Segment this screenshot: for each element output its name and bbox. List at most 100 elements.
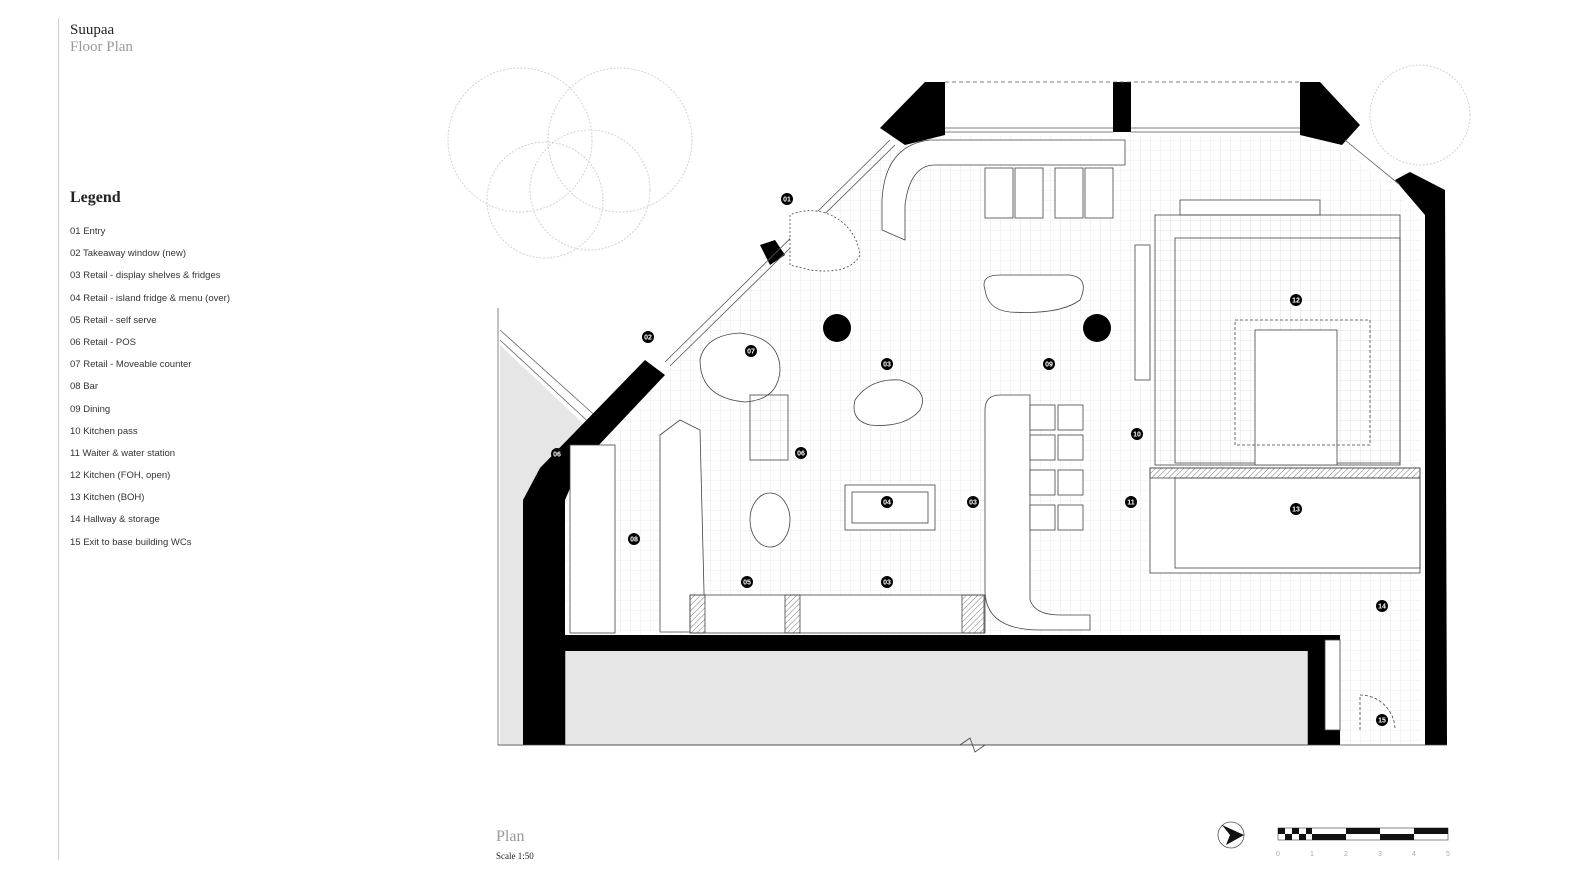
svg-text:03: 03 — [883, 580, 891, 587]
kitchen-island — [1254, 329, 1338, 466]
svg-text:04: 04 — [883, 500, 891, 507]
kitchen-boh — [1149, 467, 1421, 574]
bar-counter — [659, 419, 706, 633]
legend-item: 07 Retail - Moveable counter — [70, 359, 192, 371]
legend-item: 02 Takeaway window (new) — [70, 248, 186, 260]
svg-text:01: 01 — [783, 197, 791, 204]
svg-text:15: 15 — [1378, 718, 1386, 725]
svg-text:08: 08 — [630, 537, 638, 544]
legend-title: Legend — [70, 189, 121, 206]
legend-item: 05 Retail - self serve — [70, 314, 157, 326]
dining-banquette — [984, 394, 1091, 631]
svg-text:07: 07 — [747, 349, 755, 356]
tree-canopy — [1369, 64, 1471, 166]
base-building-area — [564, 649, 1309, 746]
legend-item: 12 Kitchen (FOH, open) — [70, 470, 171, 482]
legend-item: 15 Exit to base building WCs — [70, 536, 192, 548]
legend-item: 01 Entry — [70, 226, 106, 237]
svg-text:14: 14 — [1378, 604, 1386, 611]
trees — [447, 64, 1471, 259]
project-name: Suupaa — [70, 22, 115, 38]
svg-text:11: 11 — [1127, 500, 1135, 507]
legend-list: 01 Entry 02 Takeaway window (new) 03 Ret… — [70, 226, 230, 559]
marker-08: 08 — [628, 533, 640, 545]
marker-12: 12 — [1290, 294, 1302, 306]
marker-10: 10 — [1131, 428, 1143, 440]
storage-shelf — [1324, 639, 1341, 731]
tree-canopy — [486, 141, 604, 259]
back-bar — [569, 444, 616, 634]
legend-item: 11 Waiter & water station — [70, 447, 176, 459]
svg-text:09: 09 — [1045, 362, 1053, 369]
marker-03: 03 — [881, 358, 893, 370]
svg-text:05: 05 — [743, 580, 751, 587]
plan-title: Plan — [496, 828, 525, 845]
scale-bar: 0 1 2 3 4 5 — [1276, 827, 1450, 858]
wall — [565, 635, 1340, 651]
marker-03: 03 — [967, 496, 979, 508]
legend-item: 10 Kitchen pass — [70, 425, 138, 437]
marker-01: 01 — [781, 193, 793, 205]
pos-counter — [749, 394, 789, 461]
entry-door-swing — [789, 210, 861, 272]
marker-07: 07 — [745, 345, 757, 357]
north-arrow-icon — [1217, 821, 1245, 849]
pass-stools — [1134, 244, 1151, 381]
legend-item: 04 Retail - island fridge & menu (over) — [70, 292, 230, 304]
banquette — [881, 139, 1126, 241]
scale-tick: 0 — [1276, 851, 1280, 858]
legend-item: 14 Hallway & storage — [70, 514, 160, 526]
moveable-counter — [699, 332, 781, 403]
marker-13: 13 — [1290, 503, 1302, 515]
dining-table — [983, 274, 1084, 313]
scale-tick: 2 — [1344, 851, 1348, 858]
wall — [1300, 82, 1360, 145]
legend-item: 06 Retail - POS — [70, 336, 136, 348]
scale-tick: 5 — [1446, 851, 1450, 858]
marker-06: 06 — [551, 448, 563, 460]
wall — [1113, 82, 1131, 132]
svg-text:13: 13 — [1292, 507, 1300, 514]
marker-02: 02 — [642, 331, 654, 343]
marker-14: 14 — [1376, 600, 1388, 612]
marker-06: 06 — [795, 447, 807, 459]
drawing-subtitle: Floor Plan — [70, 39, 133, 55]
windows — [664, 81, 1401, 367]
marker-09: 09 — [1043, 358, 1055, 370]
svg-text:10: 10 — [1133, 432, 1141, 439]
scale-tick: 3 — [1378, 851, 1382, 858]
self-serve-counter — [689, 594, 986, 634]
island-fridge — [844, 484, 936, 531]
furniture — [569, 139, 1421, 731]
scale-tick: 4 — [1412, 851, 1416, 858]
legend-item: 08 Bar — [70, 381, 98, 393]
stool — [749, 492, 791, 548]
svg-text:12: 12 — [1292, 298, 1300, 305]
door-swing — [1359, 694, 1396, 731]
svg-text:03: 03 — [969, 500, 977, 507]
marker-04: 04 — [881, 496, 893, 508]
legend-item: 13 Kitchen (BOH) — [70, 492, 145, 504]
marker-15: 15 — [1376, 714, 1388, 726]
wall — [1395, 172, 1447, 745]
legend-item: 09 Dining — [70, 403, 111, 415]
title-block: Suupaa Floor Plan — [70, 22, 133, 56]
svg-text:06: 06 — [553, 452, 561, 459]
tree-canopy — [547, 67, 693, 213]
tree-canopy — [529, 129, 651, 251]
marker-05: 05 — [741, 576, 753, 588]
marker-11: 11 — [1125, 496, 1137, 508]
plan-scale: Scale 1:50 — [496, 851, 534, 861]
legend-item: 03 Retail - display shelves & fridges — [70, 270, 221, 282]
marker-03: 03 — [881, 576, 893, 588]
column — [823, 314, 851, 342]
tree-canopy — [447, 67, 593, 213]
room-markers: 01 02 03 03 03 04 05 06 06 07 08 09 10 1… — [551, 193, 1388, 726]
display-unit — [853, 379, 923, 426]
column — [1083, 314, 1111, 342]
wall — [880, 82, 945, 145]
svg-text:06: 06 — [797, 451, 805, 458]
svg-text:03: 03 — [883, 362, 891, 369]
margin-divider — [58, 18, 59, 860]
